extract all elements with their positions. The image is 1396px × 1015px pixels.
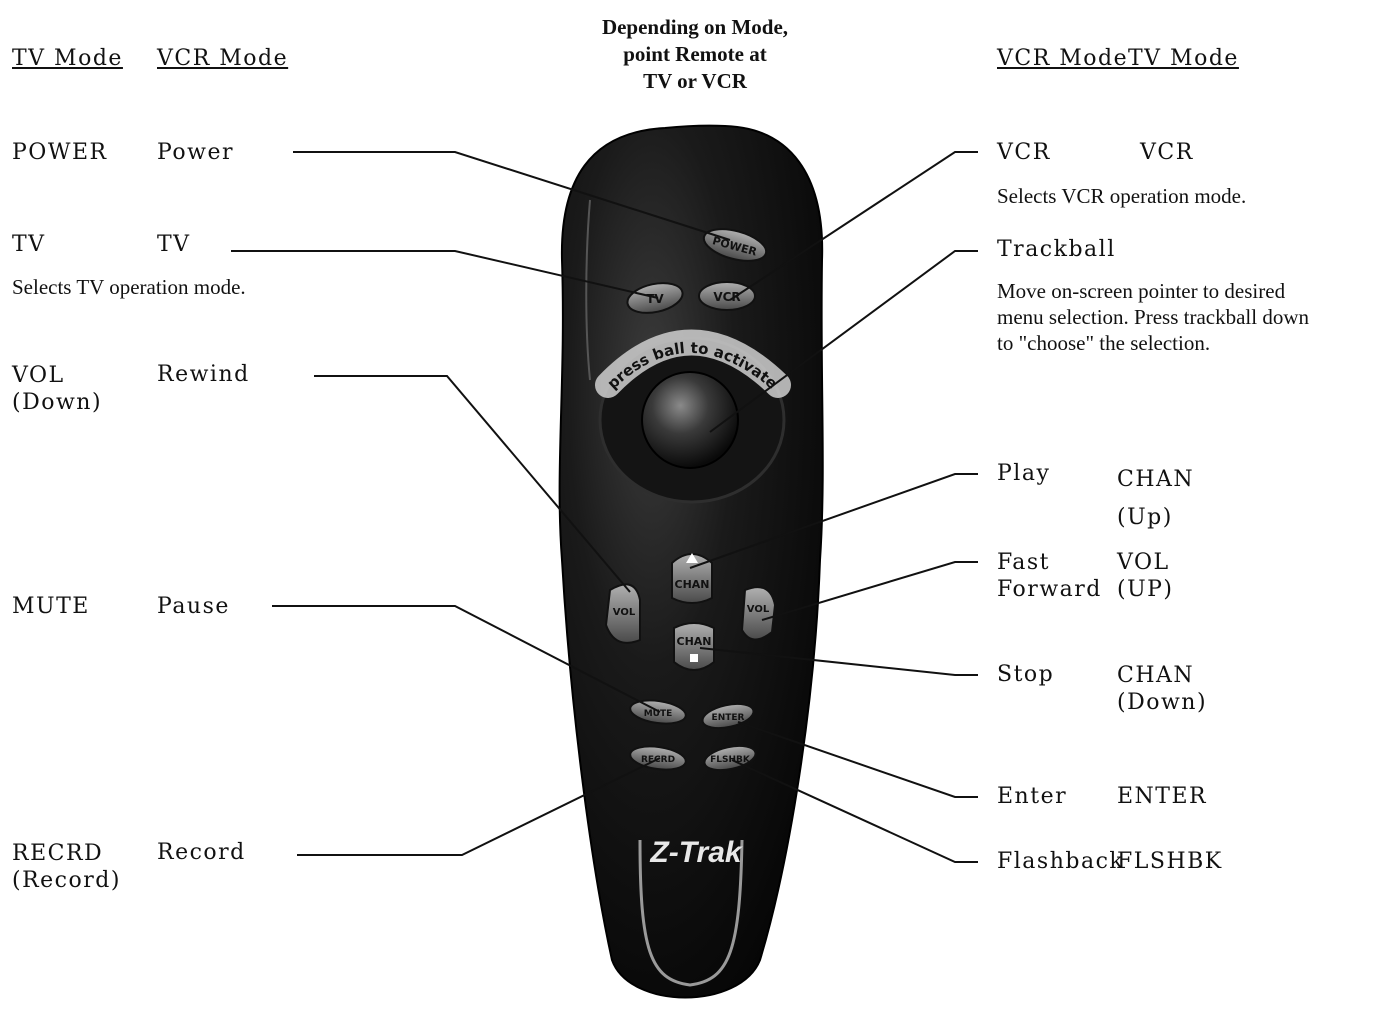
- vcr-button[interactable]: VCR: [699, 282, 755, 310]
- left-header-tv-mode: TV Mode: [12, 46, 123, 71]
- chan-down-label: CHAN: [677, 635, 712, 648]
- chan-down-button[interactable]: CHAN: [674, 623, 714, 670]
- right-vcr-tv: VCR: [1140, 140, 1194, 165]
- left-tv-description: Selects TV operation mode.: [12, 274, 246, 300]
- title: Depending on Mode, point Remote at TV or…: [545, 14, 845, 95]
- left-header-vcr-mode: VCR Mode: [157, 46, 288, 71]
- right-flashback-tv: FLSHBK: [1117, 849, 1223, 874]
- right-enter-tv: ENTER: [1117, 784, 1207, 809]
- chan-up-label: CHAN: [675, 578, 710, 591]
- vcr-button-label: VCR: [713, 290, 740, 304]
- right-trackball-label: Trackball: [997, 237, 1116, 262]
- right-stop-tv: CHAN (Down): [1117, 662, 1207, 716]
- left-power-tv: POWER: [12, 140, 108, 165]
- left-record-tv: RECRD (Record): [12, 840, 121, 894]
- trackball[interactable]: [642, 372, 738, 468]
- left-record-vcr: Record: [157, 840, 246, 865]
- brand-logo: Z-Trak: [649, 836, 742, 869]
- left-power-vcr: Power: [157, 140, 234, 165]
- vol-left-label: VOL: [613, 607, 636, 618]
- vol-right-label: VOL: [747, 604, 770, 615]
- right-trackball-description: Move on-screen pointer to desired menu s…: [997, 278, 1309, 356]
- right-header-vcr-mode: VCR Mode: [997, 46, 1128, 71]
- right-play-vcr: Play: [997, 461, 1050, 486]
- tv-button-label: TV: [646, 292, 664, 306]
- chan-up-button[interactable]: CHAN: [672, 553, 712, 603]
- right-enter-vcr: Enter: [997, 784, 1067, 809]
- right-header-tv-mode: TV Mode: [1128, 46, 1239, 71]
- left-mute-vcr: Pause: [157, 594, 230, 619]
- right-vcr-vcr: VCR: [997, 140, 1051, 165]
- right-stop-vcr: Stop: [997, 662, 1054, 687]
- right-vcr-description: Selects VCR operation mode.: [997, 183, 1246, 209]
- right-flashback-vcr: Flashback: [997, 849, 1124, 874]
- flashback-button-label: FLSHBK: [710, 755, 751, 765]
- right-play-tv: CHAN (Up): [1117, 461, 1194, 537]
- left-vol-down-vcr: Rewind: [157, 362, 250, 387]
- left-tv-tv: TV: [12, 232, 46, 257]
- left-vol-down-tv: VOL (Down): [12, 362, 102, 416]
- right-fast-forward-vcr: Fast Forward: [997, 549, 1102, 603]
- right-fast-forward-tv: VOL (UP): [1117, 549, 1174, 603]
- vol-right-button[interactable]: VOL: [742, 587, 775, 639]
- vol-left-button[interactable]: VOL: [606, 584, 640, 642]
- left-tv-vcr: TV: [157, 232, 191, 257]
- left-mute-tv: MUTE: [12, 594, 90, 619]
